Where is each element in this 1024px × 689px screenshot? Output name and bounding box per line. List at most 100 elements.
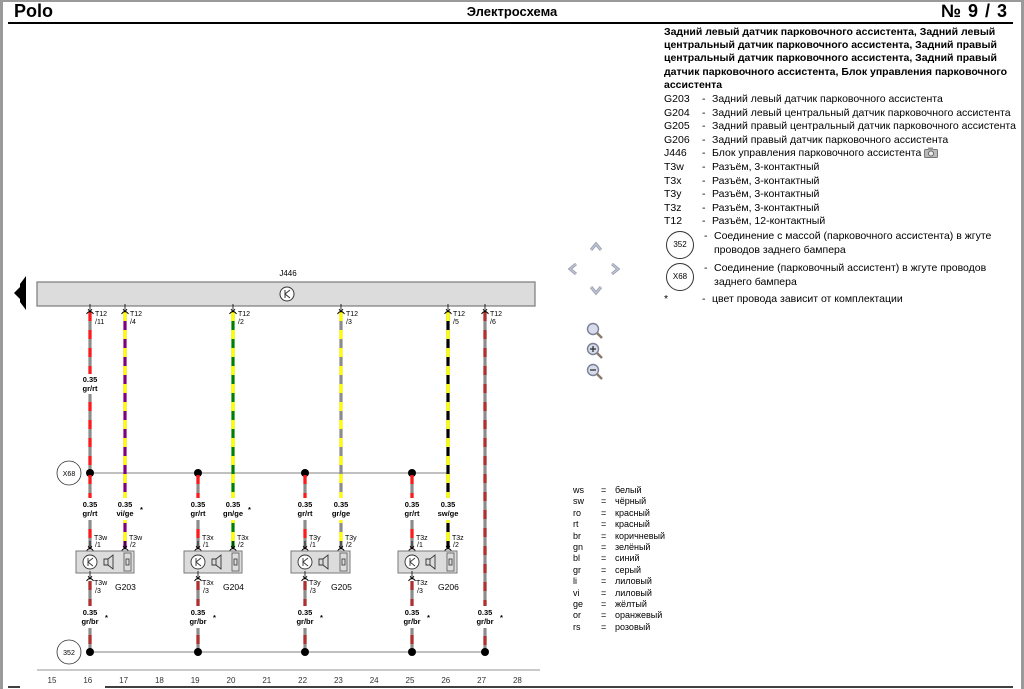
connector-pin-number: /2 xyxy=(238,319,244,326)
legend-item: T12 -Разъём, 12-контактный xyxy=(664,215,1020,229)
equals-sign: = xyxy=(601,507,607,518)
pan-up-icon[interactable] xyxy=(589,240,603,254)
wire-color-row: ge=жёлтый xyxy=(573,599,665,610)
x68-splice-dot[interactable] xyxy=(408,469,416,477)
sensor-transistor-glyph xyxy=(302,557,309,567)
speaker-icon xyxy=(103,554,114,570)
wire-gauge-label: 0.35 xyxy=(191,608,206,617)
wire-gauge-label: 0.35 xyxy=(83,608,98,617)
ground-point-352[interactable] xyxy=(56,639,82,665)
zoom-out-icon[interactable] xyxy=(585,363,605,381)
column-number: 20 xyxy=(227,676,236,685)
wire-color-code: vi xyxy=(573,587,580,598)
column-number: 26 xyxy=(441,676,450,685)
wire-color-label: gr/br xyxy=(296,617,313,626)
legend-code: T12 xyxy=(664,215,683,228)
connector-label: T3y xyxy=(309,580,321,587)
ground-splice-dot[interactable] xyxy=(408,648,416,656)
legend-dash: - xyxy=(702,292,706,305)
legend-description: Задний левый центральный датчик парковоч… xyxy=(712,106,1011,119)
connector-pin-icon-arrow xyxy=(230,545,236,550)
legend-note: *-цвет провода зависит от комплектации xyxy=(664,293,1020,307)
ground-splice-dot[interactable] xyxy=(194,648,202,656)
legend-dash: - xyxy=(702,133,706,146)
column-number: 21 xyxy=(262,676,271,685)
x68-splice-dot[interactable] xyxy=(194,469,202,477)
connector-pin-number: /3 xyxy=(95,588,101,595)
pan-left-icon[interactable] xyxy=(566,262,580,276)
wire-color-label: gr/br xyxy=(403,617,420,626)
variant-asterisk: * xyxy=(248,505,251,514)
wire-gauge-label: 0.35 xyxy=(478,608,493,617)
connector-pin-icon-arrow xyxy=(230,308,236,313)
wire-label-bg xyxy=(76,374,104,394)
equals-sign: = xyxy=(601,485,607,495)
wire-gauge-label: 0.35 xyxy=(298,500,313,509)
legend-dash: - xyxy=(702,147,706,160)
connector-pin-number: /3 xyxy=(417,588,423,595)
wire-label-bg xyxy=(471,606,499,628)
ground-splice-dot[interactable] xyxy=(86,648,94,656)
sensor-label: G203 xyxy=(115,582,136,592)
legend-dash: - xyxy=(704,229,708,242)
component-legend: Задний левый датчик парковочного ассисте… xyxy=(664,26,1020,307)
legend-item: G206-Задний правый датчик парковочного а… xyxy=(664,134,1020,148)
sensor-transistor-icon xyxy=(404,554,420,570)
wire-color-row: gr=серый xyxy=(573,565,665,576)
zoom-fit-icon[interactable] xyxy=(585,322,605,340)
pan-down-icon[interactable] xyxy=(589,283,603,297)
connector-pin-number: /2 xyxy=(346,542,352,549)
legend-item: T3w-Разъём, 3-контактный xyxy=(664,161,1020,175)
ground-splice-dot[interactable] xyxy=(301,648,309,656)
wire-label-bg xyxy=(291,498,319,520)
x68-splice-dot[interactable] xyxy=(301,469,309,477)
legend-description: Разъём, 3-контактный xyxy=(712,201,820,214)
equals-sign: = xyxy=(601,621,607,632)
pan-right-icon[interactable] xyxy=(608,262,622,276)
legend-item: G204-Задний левый центральный датчик пар… xyxy=(664,107,1020,121)
speaker-icon xyxy=(425,554,436,570)
connector-label: T3y xyxy=(345,535,357,542)
connector-pin-number: /3 xyxy=(310,588,316,595)
connector-pin-icon-arrow xyxy=(338,545,344,550)
legend-title: Задний левый датчик парковочного ассисте… xyxy=(664,26,1008,91)
wire-gauge-label: 0.35 xyxy=(334,500,349,509)
column-number: 25 xyxy=(406,676,415,685)
x68-splice-dot[interactable] xyxy=(86,469,94,477)
column-number: 17 xyxy=(119,676,128,685)
connector-label: T3z xyxy=(452,535,464,542)
connector-label: T3x xyxy=(237,535,249,542)
connector-label: T3y xyxy=(309,535,321,542)
wire-gauge-label: 0.35 xyxy=(441,500,456,509)
legend-description: Разъём, 12-контактный xyxy=(712,215,826,228)
connector-pin-icon-arrow xyxy=(482,308,488,313)
connector-label: T12 xyxy=(490,311,502,318)
camera-icon[interactable] xyxy=(924,147,939,159)
sensor-label: G205 xyxy=(331,582,352,592)
sensor-transistor-icon xyxy=(190,554,206,570)
ground-splice-dot[interactable] xyxy=(481,648,489,656)
wire-color-name: розовый xyxy=(615,621,651,632)
legend-item: G205-Задний правый центральный датчик па… xyxy=(664,120,1020,134)
zoom-in-icon[interactable] xyxy=(585,342,605,360)
wire-label-bg xyxy=(76,498,104,520)
wire-color-label: gr/rt xyxy=(298,509,314,518)
window-frame-top xyxy=(0,0,1024,2)
connector-pin-number: /6 xyxy=(490,319,496,326)
page-back-arrow-icon[interactable] xyxy=(14,281,26,305)
legend-dash: - xyxy=(702,215,706,228)
control-unit-symbol-icon xyxy=(279,286,295,302)
connector-label: T3x xyxy=(202,535,214,542)
capacitor-icon xyxy=(125,558,130,566)
wire-color-row: rt=красный xyxy=(573,519,665,530)
wire-color-label: gr/rt xyxy=(83,509,99,518)
variant-asterisk: * xyxy=(427,613,430,622)
variant-asterisk: * xyxy=(140,505,143,514)
wire-color-name: серый xyxy=(615,564,642,575)
junction-x68[interactable] xyxy=(56,460,82,486)
wire-gauge-label: 0.35 xyxy=(118,500,133,509)
wire-color-code: rt xyxy=(573,519,579,530)
connector-pin-number: /3 xyxy=(203,588,209,595)
